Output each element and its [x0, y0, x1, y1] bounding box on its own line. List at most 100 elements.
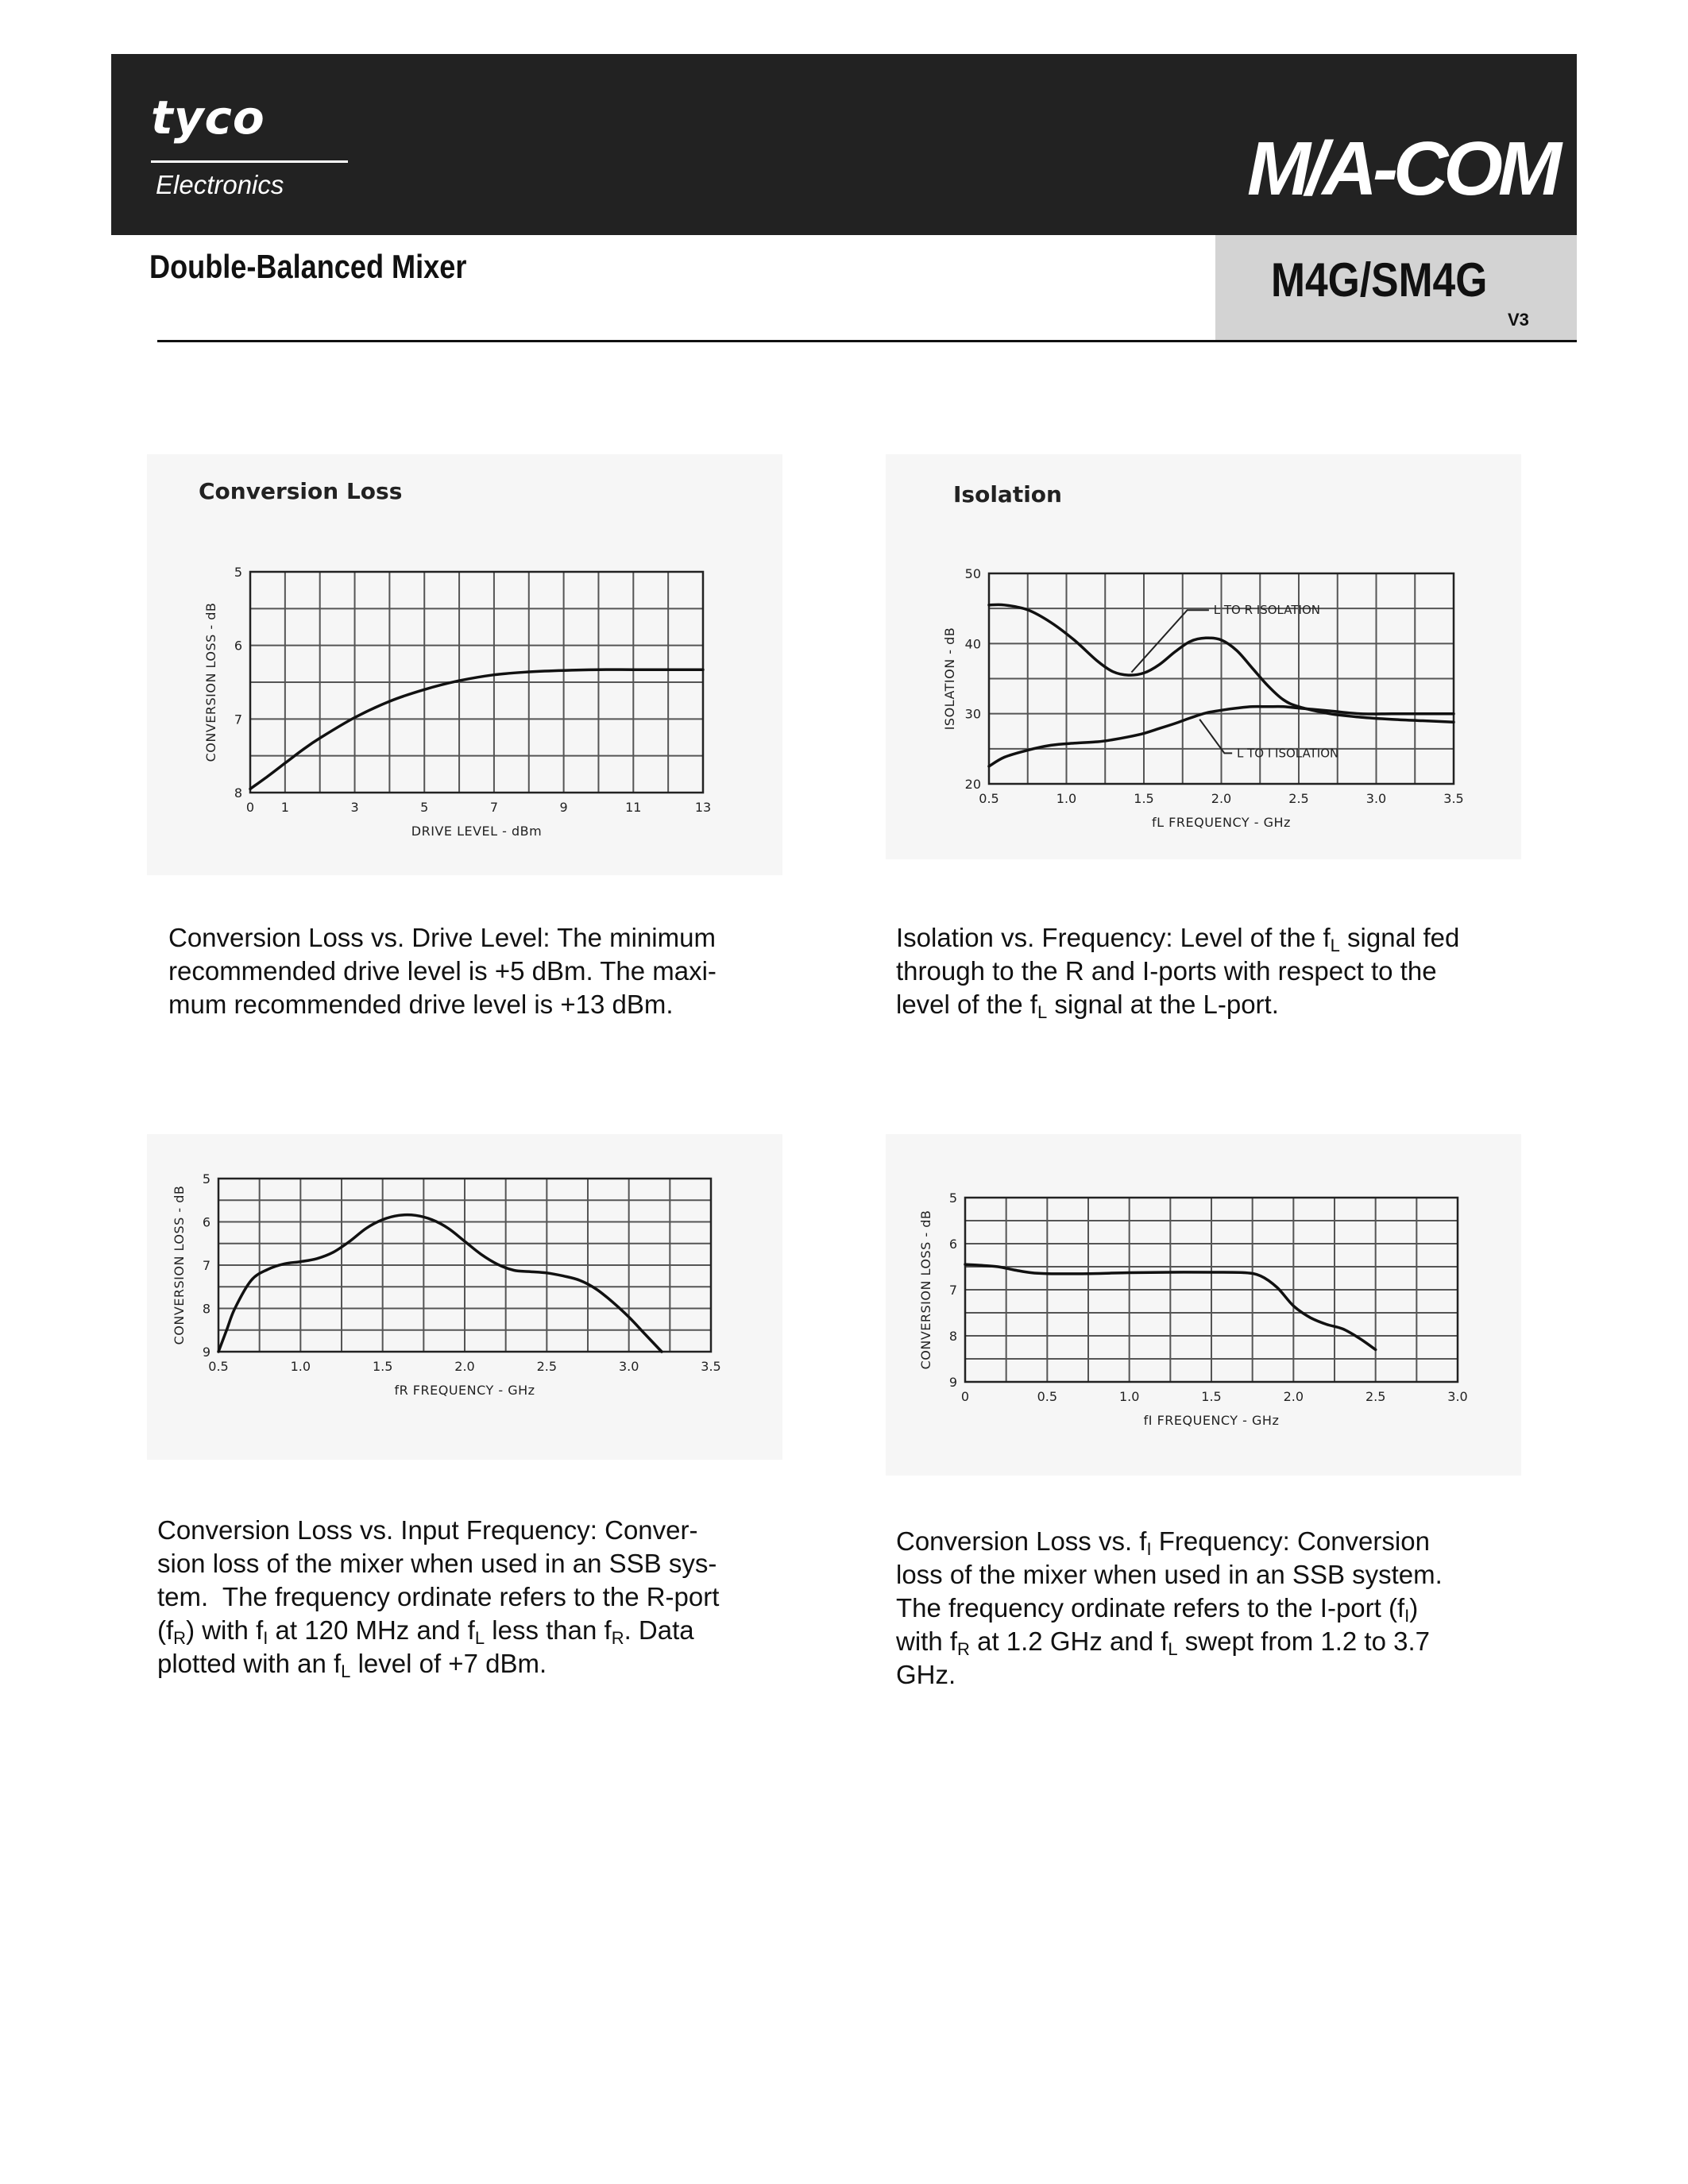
- caption-cl-if-freq-line3: The frequency ordinate refers to the I-p…: [896, 1593, 1419, 1626]
- header-divider: [157, 340, 1577, 342]
- x-tick-label: 1: [281, 800, 289, 815]
- plot-frame: [249, 570, 705, 794]
- caption-cl-if-freq-line5: GHz.: [896, 1660, 956, 1689]
- y-tick-label: 8: [203, 1302, 211, 1317]
- x-tick-label: 3.5: [1443, 791, 1463, 806]
- x-tick-label: 2.0: [454, 1359, 474, 1374]
- caption-cl-input-freq-line5: plotted with an fL level of +7 dBm.: [157, 1649, 547, 1681]
- y-axis-label: CONVERSION LOSS - dB: [918, 1210, 933, 1370]
- plot-frame: [217, 1177, 713, 1353]
- y-tick-label: 20: [965, 777, 981, 792]
- x-tick-label: 0.5: [208, 1359, 228, 1374]
- x-tick-label: 1.5: [1201, 1389, 1221, 1404]
- macom-logo: M/A-COM: [1247, 126, 1562, 211]
- chart-background: [886, 1134, 1521, 1476]
- annotation-l-to-i: L TO I ISOLATION: [1237, 746, 1338, 760]
- x-tick-label: 1.5: [1134, 791, 1153, 806]
- caption-cl-input-freq-line1: Conversion Loss vs. Input Frequency: Con…: [157, 1515, 698, 1545]
- y-tick-label: 6: [949, 1237, 957, 1252]
- caption-cl-if-freq: Conversion Loss vs. fI Frequency: Conver…: [896, 1525, 1532, 1692]
- series-line-1: [987, 704, 1455, 768]
- y-axis-label: CONVERSION LOSS - dB: [172, 1186, 187, 1345]
- caption-isolation: Isolation vs. Frequency: Level of the fL…: [896, 921, 1532, 1021]
- y-tick-label: 9: [203, 1345, 211, 1360]
- series-line: [249, 668, 705, 791]
- y-tick-label: 6: [203, 1215, 211, 1230]
- header-band: [111, 54, 1577, 235]
- y-tick-label: 5: [234, 565, 242, 580]
- y-tick-label: 30: [965, 707, 981, 722]
- product-type-title: Double-Balanced Mixer: [149, 248, 467, 285]
- x-tick-label: 1.0: [291, 1359, 311, 1374]
- plot-frame: [964, 1196, 1459, 1383]
- y-tick-label: 50: [965, 566, 981, 581]
- caption-cl-drive-line2: recommended drive level is +5 dBm. The m…: [168, 956, 717, 986]
- y-axis-label: ISOLATION - dB: [942, 627, 957, 731]
- x-axis-label: DRIVE LEVEL - dBm: [411, 824, 542, 839]
- x-tick-label: 2.0: [1211, 791, 1231, 806]
- x-tick-label: 2.5: [1288, 791, 1308, 806]
- caption-cl-drive-line3: mum recommended drive level is +13 dBm.: [168, 990, 674, 1019]
- x-tick-label: 1.0: [1119, 1389, 1139, 1404]
- x-tick-label: 13: [695, 800, 711, 815]
- y-tick-label: 5: [203, 1171, 211, 1187]
- caption-cl-drive: Conversion Loss vs. Drive Level: The min…: [168, 921, 788, 1021]
- x-tick-label: 1.0: [1056, 791, 1076, 806]
- x-tick-label: 3.0: [619, 1359, 639, 1374]
- y-tick-label: 9: [949, 1375, 957, 1390]
- y-axis-label: CONVERSION LOSS - dB: [203, 603, 218, 762]
- x-tick-label: 2.0: [1284, 1389, 1304, 1404]
- y-tick-label: 7: [203, 1258, 211, 1273]
- caption-cl-input-freq: Conversion Loss vs. Input Frequency: Con…: [157, 1514, 793, 1680]
- annotation-leader-l-to-r: [1130, 609, 1209, 673]
- tyco-logo: tyco: [151, 91, 265, 145]
- x-tick-label: 3.0: [1447, 1389, 1467, 1404]
- y-tick-label: 8: [949, 1329, 957, 1344]
- x-tick-label: 3.5: [701, 1359, 720, 1374]
- y-tick-label: 5: [949, 1190, 957, 1206]
- x-tick-label: 0: [961, 1389, 969, 1404]
- caption-cl-drive-line1: Conversion Loss vs. Drive Level: The min…: [168, 923, 716, 952]
- chart-title: Isolation: [953, 481, 1062, 507]
- y-tick-label: 7: [234, 712, 242, 727]
- chart-title: Conversion Loss: [199, 478, 402, 504]
- conversion-loss-vs-if-freq-chart: 0 0.5 1.0 1.5 2.0 2.5 3.0 5 6 7 8 9 fI FREQUENCY - G…: [886, 1134, 1521, 1476]
- annotation-l-to-r: L TO R ISOLATION: [1214, 603, 1320, 617]
- caption-cl-input-freq-line3: tem. The frequency ordinate refers to th…: [157, 1582, 720, 1611]
- x-tick-label: 3: [350, 800, 358, 815]
- caption-cl-if-freq-line1: Conversion Loss vs. fI Frequency: Conver…: [896, 1526, 1430, 1559]
- y-tick-label: 7: [949, 1283, 957, 1298]
- part-number: M4G/SM4G: [1271, 253, 1488, 307]
- x-tick-label: 0.5: [979, 791, 999, 806]
- caption-cl-input-freq-line2: sion loss of the mixer when used in an S…: [157, 1549, 717, 1578]
- series-line-0: [987, 603, 1455, 724]
- x-tick-label: 9: [560, 800, 568, 815]
- x-tick-label: 7: [490, 800, 498, 815]
- y-tick-label: 8: [234, 785, 242, 801]
- x-tick-label: 3.0: [1366, 791, 1386, 806]
- series-line: [217, 1213, 663, 1353]
- x-axis-label: fL FREQUENCY - GHz: [1152, 815, 1291, 830]
- x-axis-label: fI FREQUENCY - GHz: [1144, 1413, 1280, 1428]
- x-tick-label: 1.5: [373, 1359, 392, 1374]
- x-tick-label: 0: [246, 800, 254, 815]
- tyco-logo-subtitle: Electronics: [156, 170, 284, 199]
- x-tick-label: 11: [625, 800, 641, 815]
- plot-frame: [987, 572, 1455, 785]
- y-tick-label: 6: [234, 639, 242, 654]
- caption-isolation-line3: level of the fL signal at the L-port.: [896, 990, 1279, 1022]
- caption-isolation-line1: Isolation vs. Frequency: Level of the fL…: [896, 923, 1460, 955]
- x-tick-label: 0.5: [1037, 1389, 1057, 1404]
- logo-divider: [151, 160, 348, 163]
- chart-background: [147, 454, 782, 875]
- part-number-box: [1215, 235, 1577, 340]
- x-tick-label: 2.5: [1365, 1389, 1385, 1404]
- x-axis-label: fR FREQUENCY - GHz: [394, 1383, 535, 1398]
- caption-cl-input-freq-line4: (fR) with fI at 120 MHz and fL less than…: [157, 1615, 694, 1648]
- annotation-leader-l-to-i: [1199, 719, 1233, 754]
- revision-label: V3: [1508, 310, 1529, 330]
- caption-isolation-line2: through to the R and I-ports with respec…: [896, 956, 1437, 986]
